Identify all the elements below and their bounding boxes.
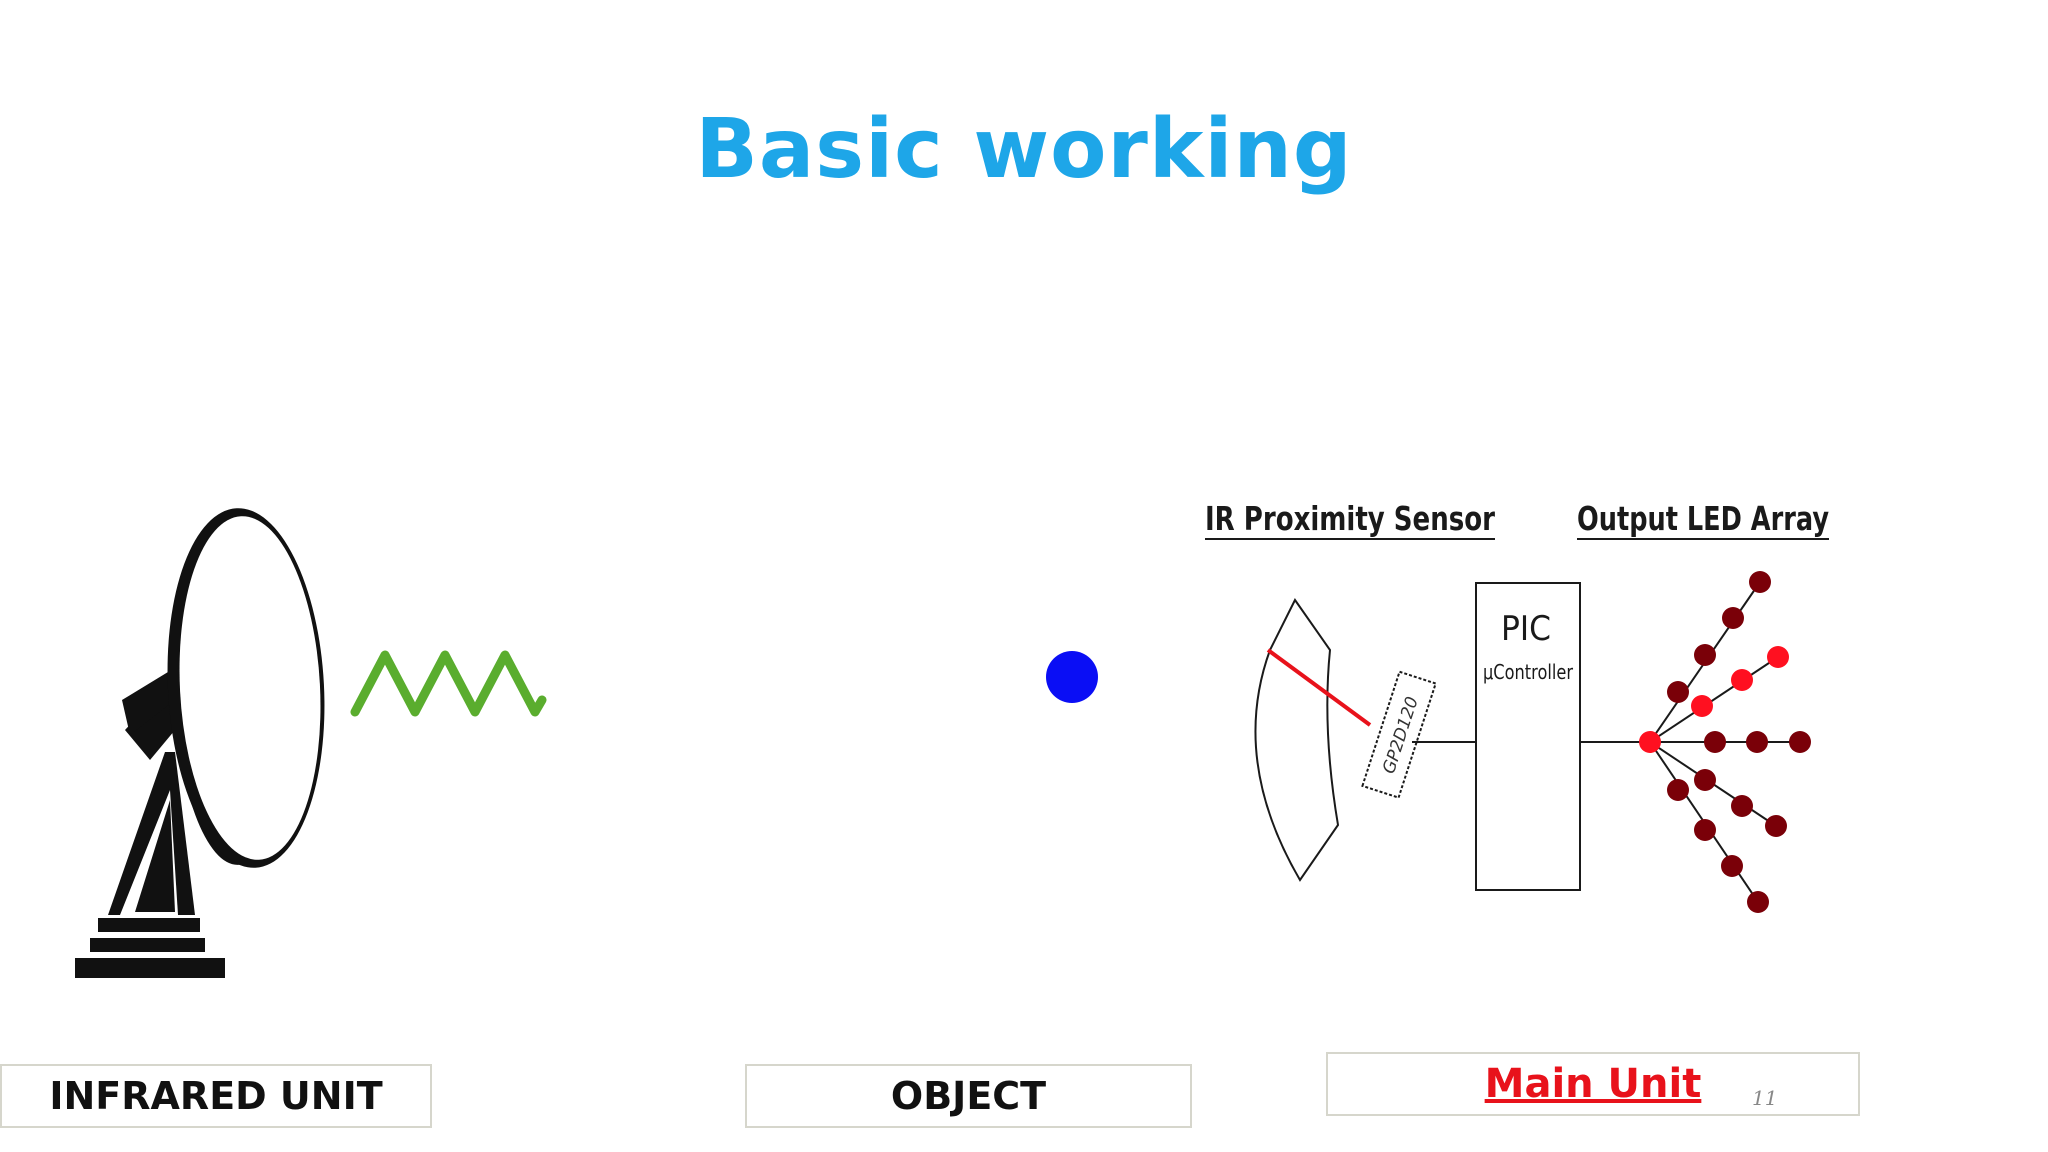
main-unit-label: Main Unit: [1484, 1061, 1702, 1107]
main-unit-diagram: IR Proximity Sensor Output LED Array GP2…: [1205, 499, 1829, 913]
slide-title: Basic working: [695, 102, 1353, 197]
pic-controller-box: [1475, 582, 1581, 891]
satellite-dish-icon: [75, 508, 325, 978]
controller-line1: PIC: [1501, 609, 1551, 649]
object-label: OBJECT: [745, 1064, 1192, 1128]
object-dot-icon: [1046, 651, 1098, 703]
page-number: 11: [1752, 1086, 1778, 1110]
sensor-title: IR Proximity Sensor: [1205, 499, 1495, 538]
ir-wave-icon: [350, 650, 547, 717]
infrared-unit-label: INFRARED UNIT: [0, 1064, 432, 1128]
sensor-chip: GP2D120: [1361, 670, 1437, 799]
ir-beam: [1266, 648, 1372, 727]
led-array-title: Output LED Array: [1577, 499, 1829, 538]
controller-line2: μController: [1483, 660, 1574, 684]
main-unit-label-box: Main Unit: [1326, 1052, 1860, 1116]
lens-housing: [1254, 598, 1340, 882]
led-dots: [1639, 571, 1811, 913]
